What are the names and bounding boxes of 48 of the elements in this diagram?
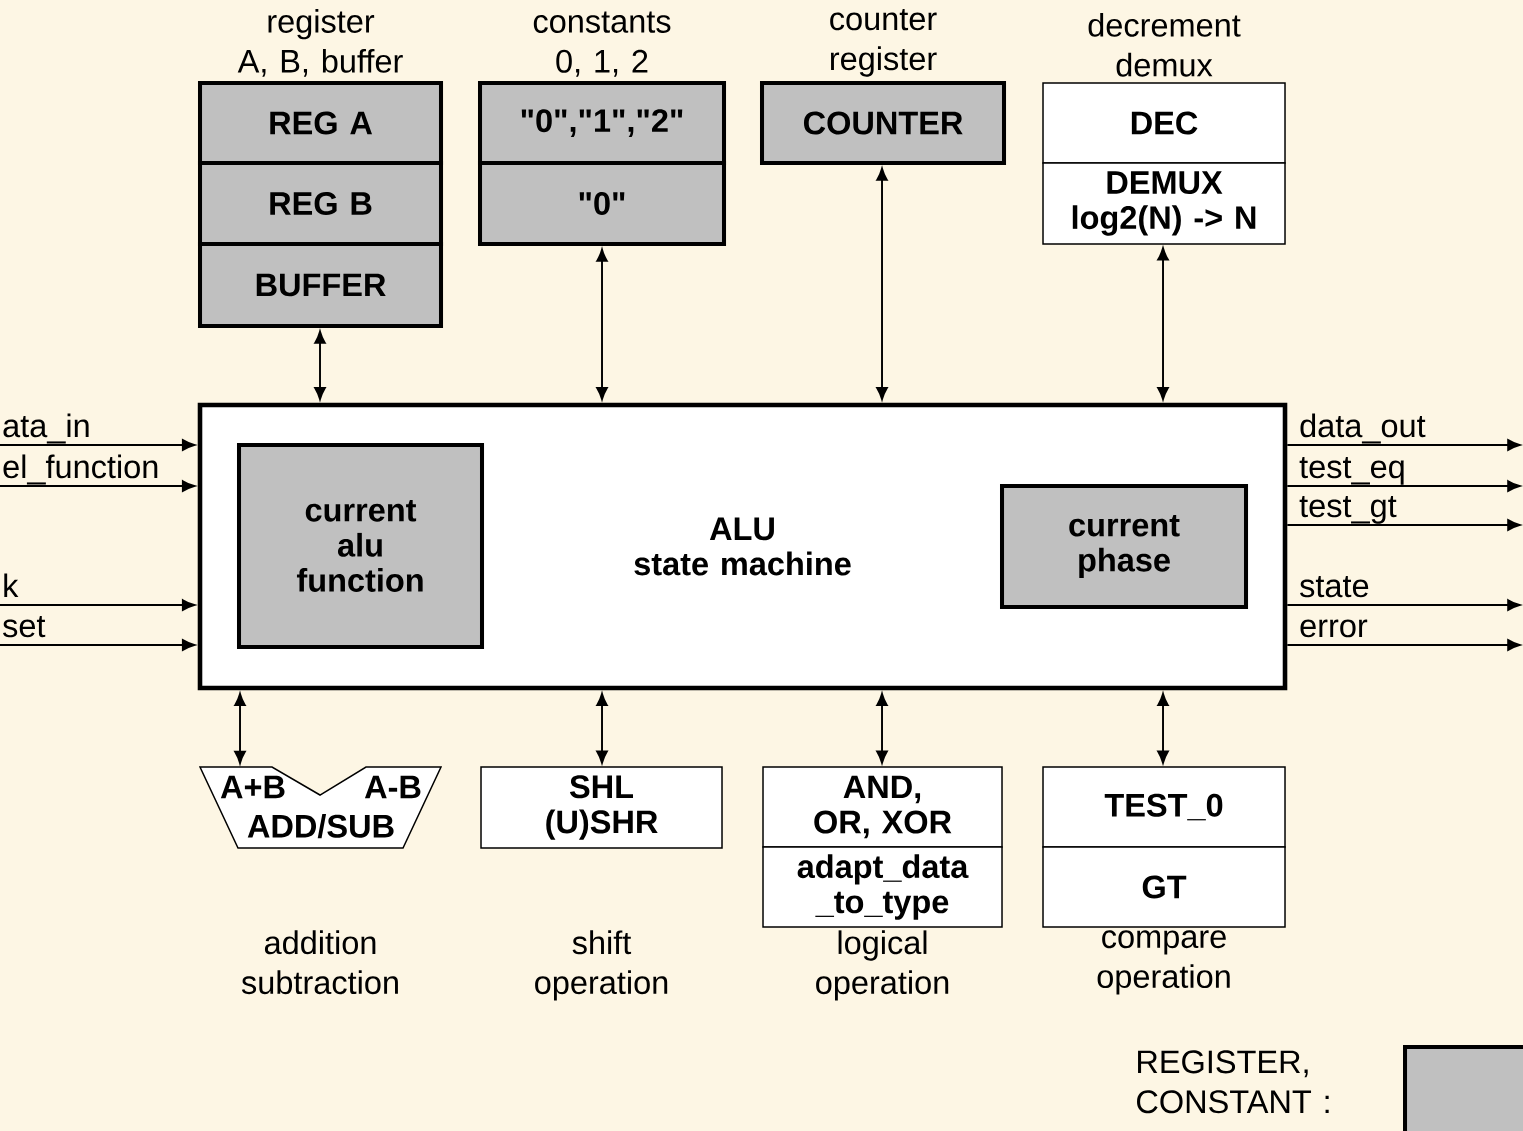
arrow (234, 692, 246, 764)
register-box: current alu function (237, 443, 485, 650)
node-label: addition subtraction (241, 930, 398, 995)
node-label: counter register (830, 9, 937, 77)
node-label: compare operation (1097, 930, 1230, 995)
function-box: DEMUX log2(N) -> N (1042, 162, 1286, 245)
register-box: REG A (198, 81, 444, 166)
register-box: "0","1","2" (478, 81, 727, 166)
arrow (596, 248, 608, 401)
function-box: GT (1042, 846, 1286, 928)
arrow (1157, 247, 1169, 401)
signal-label: test_gt (1299, 496, 1397, 524)
signal-arrow (0, 639, 196, 651)
signal-label: k (4, 573, 19, 597)
signal-label: state (1300, 576, 1369, 598)
node-label: constants 0, 1, 2 (533, 11, 671, 77)
register-box: BUFFER (198, 242, 444, 329)
arrow (876, 167, 888, 401)
register-box: "0" (478, 161, 727, 247)
function-box: TEST_0 (1042, 766, 1286, 848)
signal-arrow (1286, 439, 1521, 451)
arrow (876, 692, 888, 764)
signal-label: test_eq (1299, 457, 1404, 485)
signal-arrow (0, 480, 196, 492)
signal-label: set (3, 616, 46, 638)
legend-label: REGISTER, CONSTANT : (1137, 1050, 1329, 1114)
signal-arrow (1286, 639, 1521, 651)
signal-label: el_function (3, 454, 158, 485)
register-box: COUNTER (760, 81, 1007, 166)
signal-label: data_out (1300, 413, 1426, 444)
signal-arrow (1286, 480, 1521, 492)
signal-arrow (0, 439, 196, 451)
signal-arrow (1286, 519, 1521, 531)
register-box: REG B (198, 161, 444, 247)
register-box: current phase (1000, 484, 1249, 610)
arrow (314, 330, 326, 401)
node-label: logical operation (816, 930, 949, 1001)
function-box: DEC (1042, 82, 1286, 164)
signal-label: ata_in (3, 413, 89, 444)
signal-label: error (1300, 619, 1368, 638)
signal-arrow (0, 599, 196, 611)
arrow (596, 692, 608, 764)
node-label: register A, B, buffer (237, 9, 403, 77)
arrow (1157, 692, 1169, 764)
node-label: shift operation (535, 930, 668, 1001)
function-box: SHL (U)SHR (480, 766, 723, 849)
signal-arrow (1286, 599, 1521, 611)
node-label: decrement demux (1088, 12, 1241, 77)
